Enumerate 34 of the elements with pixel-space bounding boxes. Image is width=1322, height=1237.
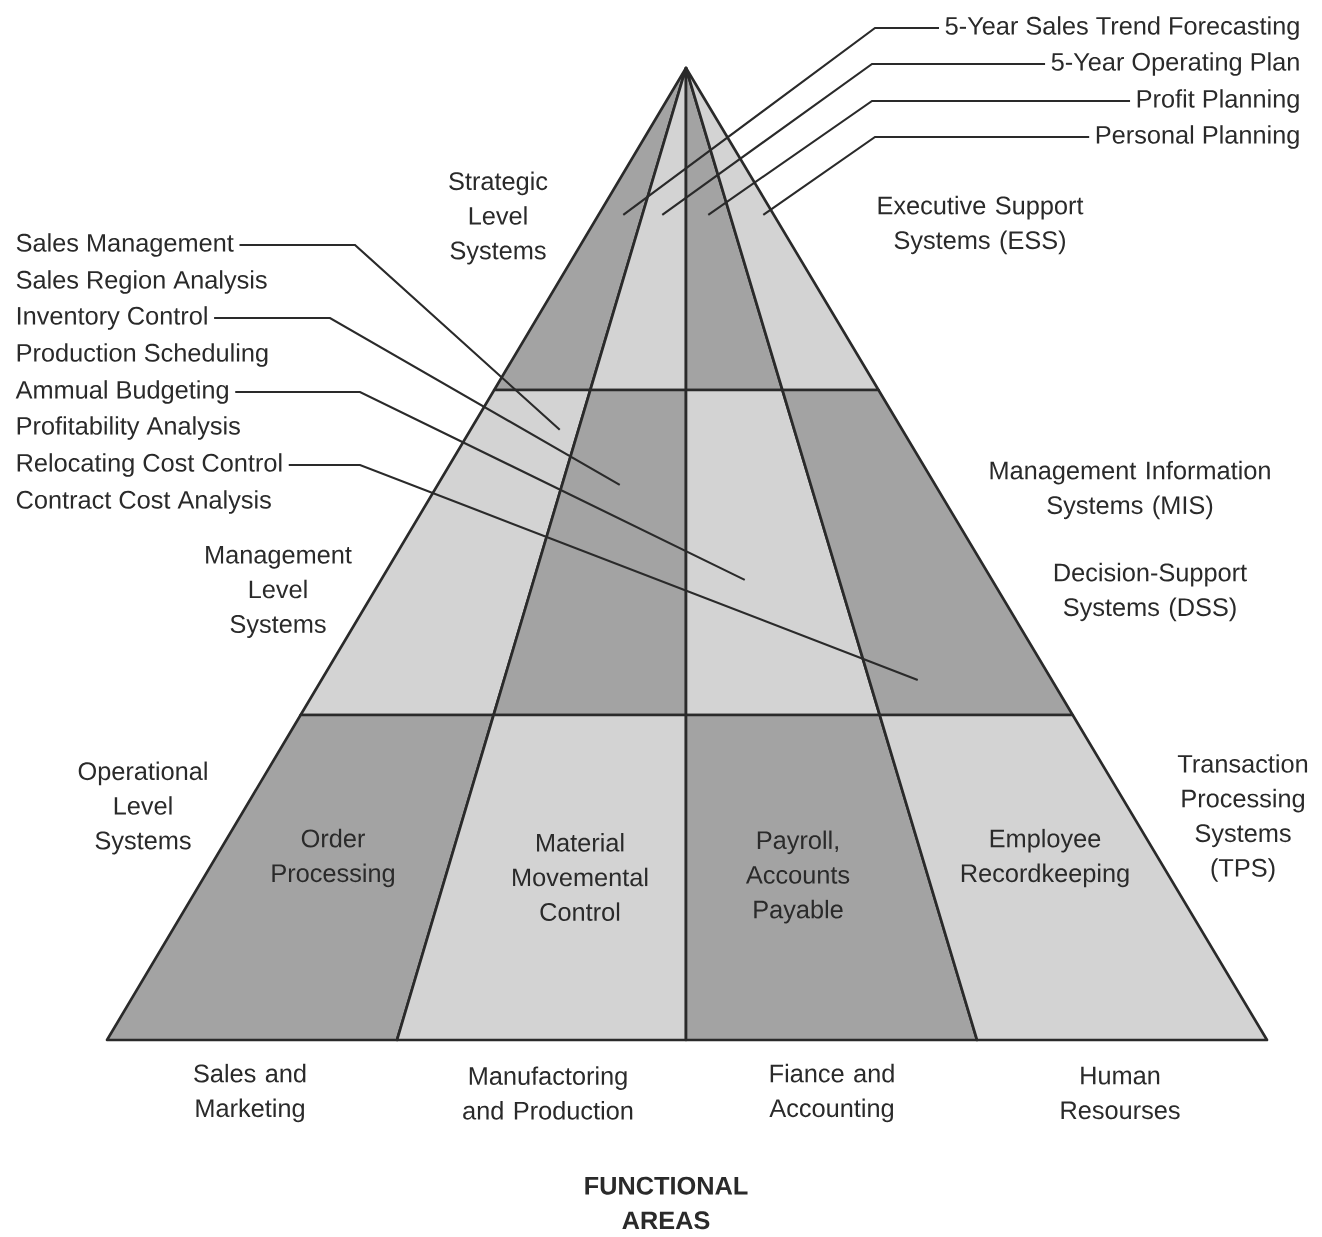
side-label: Profitability Analysis — [17, 416, 240, 440]
leader-line — [214, 316, 621, 486]
axis-title: FUNCTIONAL AREAS — [585, 1176, 748, 1230]
pyramid-cell — [492, 388, 688, 717]
leader-line — [288, 463, 919, 681]
leader-label: Relocating Cost Control — [17, 453, 282, 477]
side-label: Contract Cost Analysis — [16, 490, 271, 514]
leader-line — [762, 135, 1090, 216]
leader-label: Inventory Control — [17, 306, 207, 330]
level-label: Sales and Marketing — [194, 1063, 306, 1123]
level-label: Management Level Systems — [206, 546, 352, 638]
pyramid-cell: Material Movemental Control — [395, 713, 688, 1042]
pyramid-cell — [588, 66, 688, 392]
level-label: Decision-Support Systems (DSS) — [1054, 562, 1247, 622]
level-label: Fiance and Accounting — [769, 1063, 894, 1123]
leader-line — [239, 243, 561, 431]
leader-label: 5-Year Sales Trend Forecasting — [945, 16, 1299, 40]
level-label: Manufactoring and Production — [463, 1066, 633, 1120]
leader-line — [622, 26, 939, 216]
leader-label: 5-Year Operating Plan — [1051, 52, 1299, 76]
leader-line — [707, 99, 1131, 216]
level-label: Management Information Systems (MIS) — [990, 460, 1270, 520]
side-label: Production Scheduling — [17, 343, 268, 367]
level-label: Strategic Level Systems — [449, 171, 548, 265]
leader-label: Ammual Budgeting — [15, 380, 228, 404]
level-label: Executive Support Systems (ESS) — [878, 195, 1084, 255]
level-label: Human Resourses — [1061, 1066, 1180, 1120]
leader-label: Sales Management — [16, 233, 234, 257]
pyramid-cell — [684, 66, 880, 392]
leader-line — [661, 62, 1046, 216]
leader-line — [235, 390, 746, 581]
leader-label: Personal Planning — [1096, 125, 1299, 149]
leader-label: Profit Planning — [1137, 89, 1299, 113]
side-label: Sales Region Analysis — [16, 270, 267, 294]
